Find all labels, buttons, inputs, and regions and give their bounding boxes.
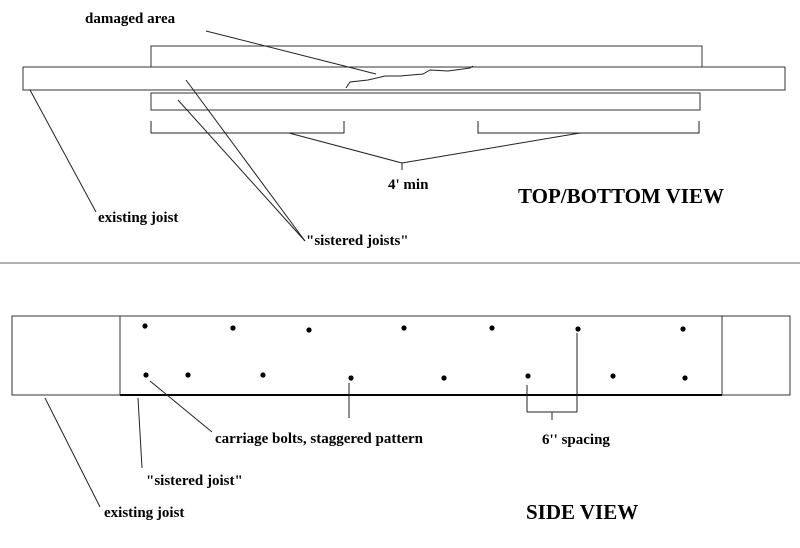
min-leader-left (288, 132, 403, 164)
carriage-bolt (525, 373, 531, 379)
carriage-bolt (575, 326, 581, 332)
sistered-joist-leader (137, 397, 143, 469)
carriage-bolt (489, 325, 495, 331)
sistered-joists-leader-bottom (177, 99, 306, 242)
carriage-bolts-label: carriage bolts, staggered pattern (215, 431, 424, 447)
existing-joist-top-view (22, 66, 786, 91)
existing-joist-side-leader (44, 397, 101, 508)
damaged-area-leader (205, 30, 377, 75)
carriage-bolt (142, 323, 148, 329)
damage-crack (345, 65, 474, 89)
carriage-bolt (680, 326, 686, 332)
carriage-bolt (230, 325, 236, 331)
sistered-joist-label: "sistered joist" (146, 473, 243, 489)
spacing-label: 6'' spacing (542, 432, 610, 448)
existing-joist-leader (29, 89, 97, 213)
carriage-bolt (401, 325, 407, 331)
sistered-joist-side-view (119, 315, 723, 396)
right-overlap-bracket (477, 121, 700, 134)
damaged-area-label: damaged area (85, 11, 176, 27)
top-bottom-view: damaged area 4' min existing joist "sist… (22, 11, 786, 249)
carriage-bolt (143, 372, 149, 378)
carriage-bolts (142, 323, 688, 381)
side-view: carriage bolts, staggered pattern 6'' sp… (11, 315, 791, 524)
top-view-title: TOP/BOTTOM VIEW (518, 184, 724, 208)
carriage-bolt (610, 373, 616, 379)
carriage-bolt (260, 372, 266, 378)
bolts-leader-left (149, 380, 213, 433)
side-view-title: SIDE VIEW (526, 500, 638, 524)
bottom-sistered-joist (150, 92, 701, 111)
existing-joist-side-label: existing joist (104, 505, 184, 521)
carriage-bolt (441, 375, 447, 381)
left-overlap-bracket (150, 121, 345, 134)
carriage-bolt (682, 375, 688, 381)
carriage-bolt (306, 327, 312, 333)
top-sistered-joist (150, 45, 703, 68)
carriage-bolt (185, 372, 191, 378)
sistered-joists-leader-top (185, 79, 306, 242)
sistered-joists-label: "sistered joists" (306, 233, 409, 249)
min-leader-right (401, 132, 581, 164)
existing-joist-label: existing joist (98, 210, 178, 226)
carriage-bolt (348, 375, 354, 381)
min-length-label: 4' min (388, 177, 429, 193)
